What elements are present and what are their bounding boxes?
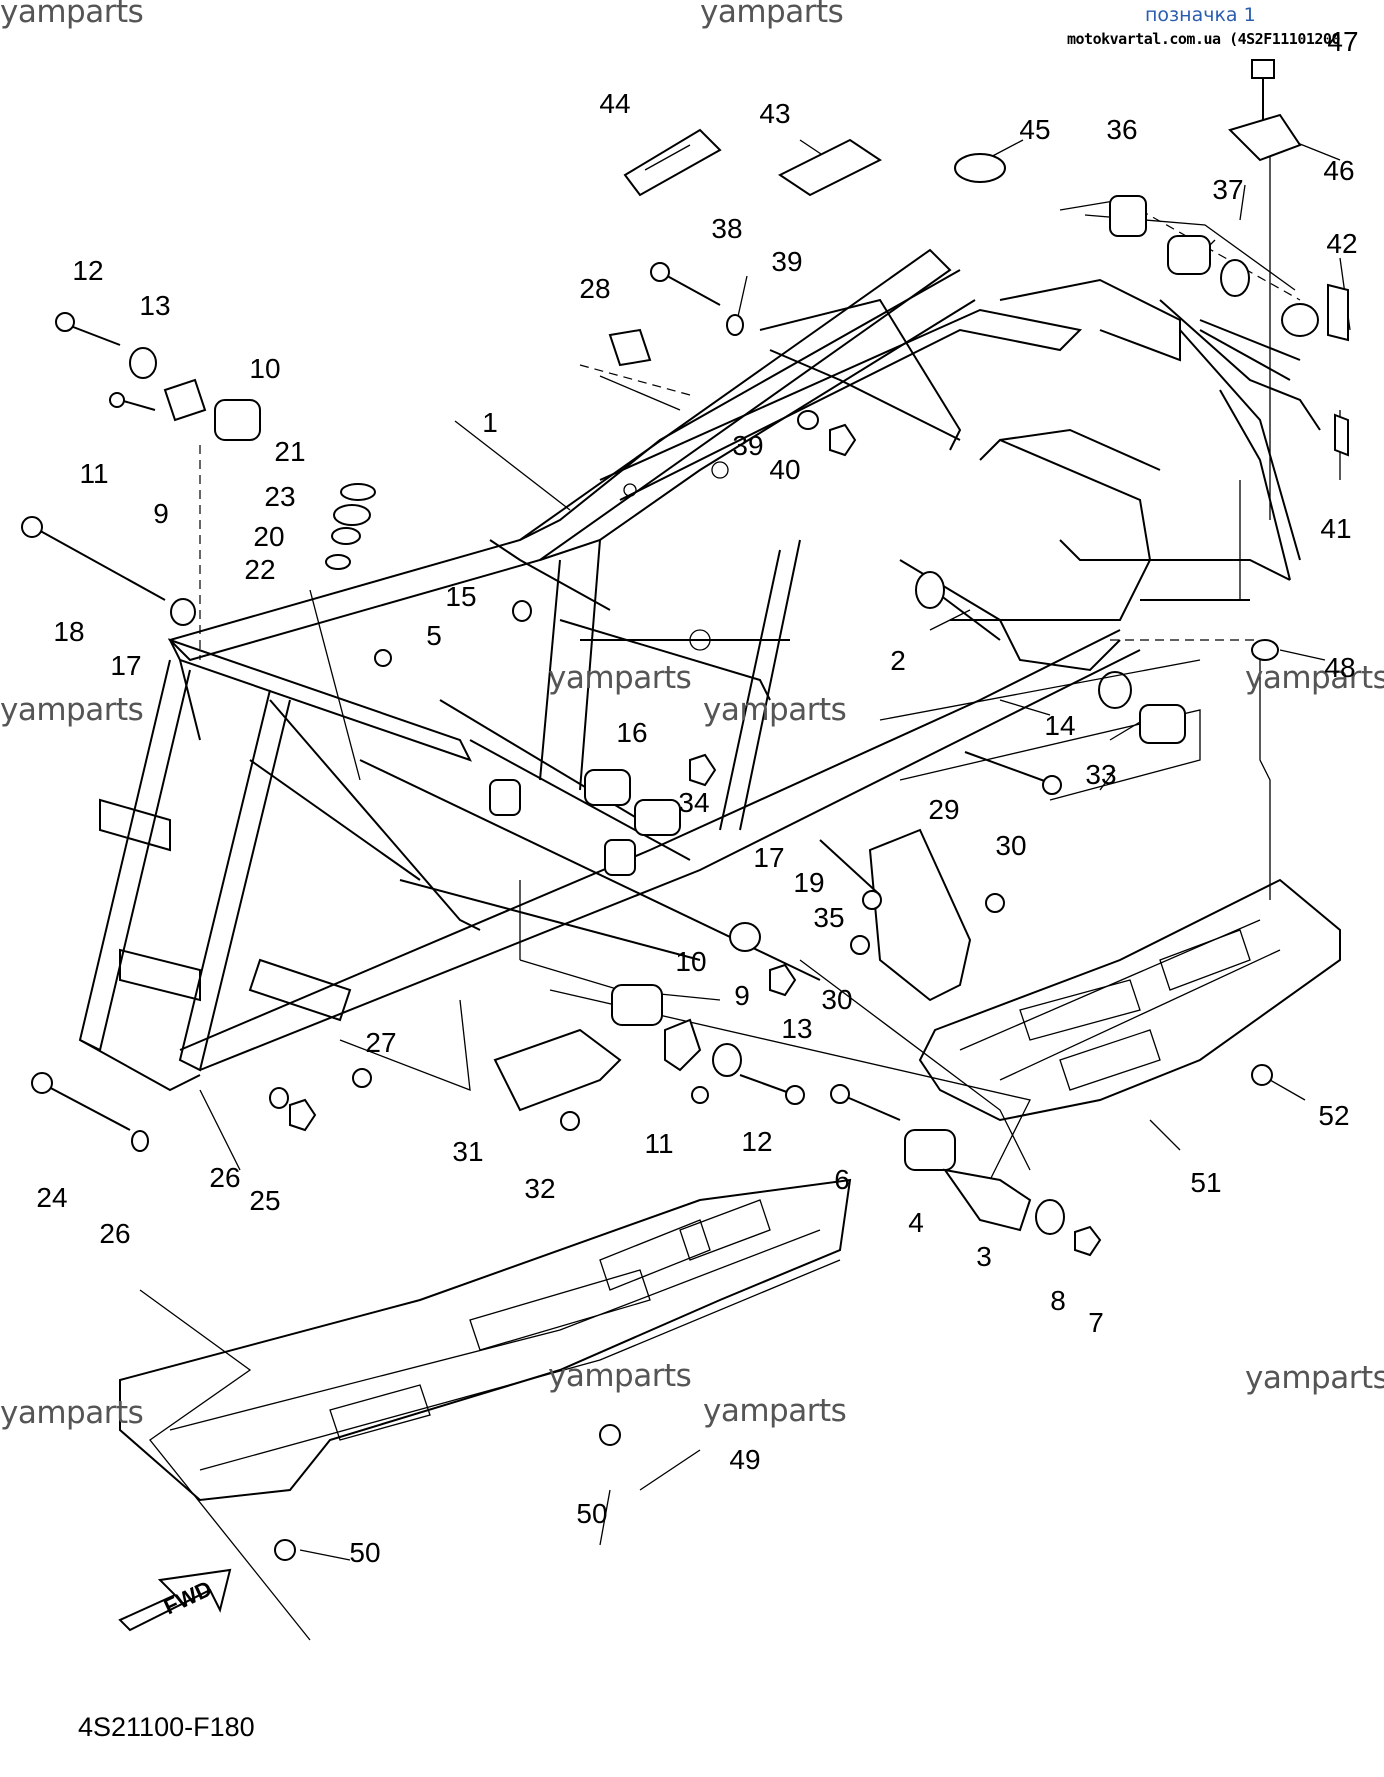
callout-22: 22 [244,554,276,585]
callout-51: 51 [1190,1167,1222,1198]
callout-25: 25 [249,1185,281,1216]
callout-45: 45 [1019,114,1051,145]
hardware-parts [21,59,1349,1561]
callout-39: 39 [771,246,803,277]
callout-1: 1 [482,407,498,438]
callout-41: 41 [1320,513,1352,544]
callout-47: 47 [1327,26,1359,57]
callout-50: 50 [576,1498,608,1529]
watermark: yamparts [703,692,847,728]
diagram-code: 4S21100-F180 [78,1712,255,1742]
callout-27: 27 [365,1027,397,1058]
callout-46: 46 [1323,155,1355,186]
callout-9: 9 [153,498,169,529]
watermark: yamparts [1245,1360,1384,1396]
callout-52: 52 [1318,1100,1350,1131]
callout-9b: 9 [734,980,750,1011]
callout-12b: 12 [741,1126,773,1157]
callout-30b: 30 [821,984,853,1015]
callout-36: 36 [1106,114,1138,145]
callout-21: 21 [274,436,306,467]
watermark: yamparts [703,1393,847,1429]
callout-3: 3 [976,1241,992,1272]
callout-7: 7 [1088,1307,1104,1338]
callout-48: 48 [1324,652,1356,683]
callout-40: 40 [769,454,801,485]
callout-10b: 10 [675,946,707,977]
callout-43: 43 [759,98,791,129]
callout-29: 29 [928,794,960,825]
callout-11b: 11 [644,1128,674,1159]
watermark: yamparts [1245,660,1384,696]
callout-20: 20 [253,521,285,552]
watermark: yamparts [0,692,144,728]
callout-38: 38 [711,213,743,244]
callout-11: 11 [79,458,109,489]
callout-24: 24 [36,1182,68,1213]
callout-50b: 50 [349,1537,381,1568]
callout-37: 37 [1212,174,1244,205]
callout-4: 4 [908,1207,924,1238]
callout-14: 14 [1044,710,1076,741]
callout-23: 23 [264,481,296,512]
callout-28: 28 [579,273,611,304]
callout-16: 16 [616,717,648,748]
callout-42: 42 [1326,228,1358,259]
callout-33: 33 [1085,759,1117,790]
callout-6: 6 [834,1164,850,1195]
callout-10: 10 [249,353,281,384]
callout-17: 17 [110,650,142,681]
callout-19: 19 [793,867,825,898]
callout-32: 32 [524,1173,556,1204]
watermark: yamparts [548,660,692,696]
callout-26b: 26 [209,1162,241,1193]
main-frame [78,248,1321,1092]
callout-44: 44 [599,88,631,119]
skid-plates [118,878,1341,1632]
callout-39b: 39 [732,430,764,461]
watermark: yamparts [548,1358,692,1394]
watermark: yamparts [0,0,144,30]
callout-35: 35 [813,902,845,933]
watermark: yamparts [0,1395,144,1431]
callout-31: 31 [452,1136,484,1167]
callout-8: 8 [1050,1285,1066,1316]
callout-17b: 17 [753,842,785,873]
callout-12: 12 [72,255,104,286]
callout-13b: 13 [781,1013,813,1044]
callout-5: 5 [426,620,442,651]
callout-34: 34 [678,787,710,818]
callout-15: 15 [445,581,477,612]
callout-49: 49 [729,1444,761,1475]
callout-2: 2 [890,645,906,676]
watermark: yamparts [700,0,844,30]
callout-18: 18 [53,616,85,647]
site-reference: motokvartal.com.ua (4S2F11101200 [1067,30,1340,48]
bookmark-link[interactable]: позначка 1 [1145,4,1256,26]
callout-13: 13 [139,290,171,321]
callout-30: 30 [995,830,1027,861]
callout-26: 26 [99,1218,131,1249]
